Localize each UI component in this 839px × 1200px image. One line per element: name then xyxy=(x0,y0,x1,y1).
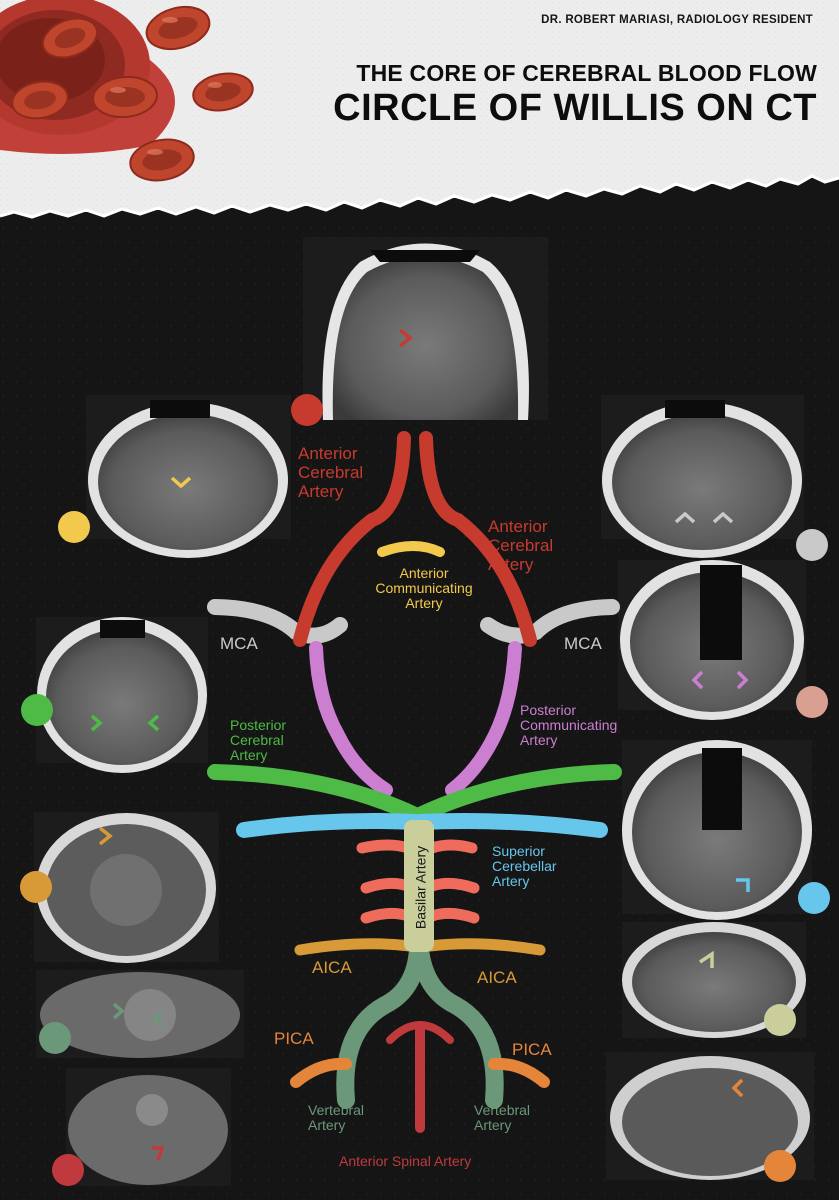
ct-scan-mca xyxy=(601,395,804,558)
marker-basilar xyxy=(764,1004,796,1036)
label-vertebral-left: Vertebral Artery xyxy=(308,1102,365,1133)
title-line-2: CIRCLE OF WILLIS ON CT xyxy=(333,87,817,129)
ct-scan-aca xyxy=(303,237,548,420)
arrowhead-icon xyxy=(674,511,734,524)
marker-pca xyxy=(21,694,53,726)
marker-sca xyxy=(798,882,830,914)
arrowhead-icon xyxy=(152,1146,165,1161)
label-aca-left: Anterior Cerebral Artery xyxy=(298,444,364,501)
marker-spinal xyxy=(52,1154,84,1186)
label-basilar: Basilar Artery xyxy=(412,845,429,930)
author-credit: DR. ROBERT MARIASI, RADIOLOGY RESIDENT xyxy=(541,14,813,26)
marker-mca xyxy=(796,529,828,561)
ct-scan-sca xyxy=(622,740,812,920)
title-line-1: THE CORE OF CEREBRAL BLOOD FLOW xyxy=(356,60,817,86)
arrowhead-icon xyxy=(398,328,413,348)
basilar-artery xyxy=(404,820,434,952)
label-pcomm: Posterior Communicating Artery xyxy=(520,702,618,748)
marker-vertebral xyxy=(39,1022,71,1054)
label-vertebral-right: Vertebral Artery xyxy=(474,1102,531,1133)
label-anterior-spinal: Anterior Spinal Artery xyxy=(339,1153,472,1169)
label-pica-left: PICA xyxy=(274,1029,314,1048)
marker-aica xyxy=(20,871,52,903)
arrowhead-icon xyxy=(699,950,714,968)
ct-scan-aica xyxy=(34,812,219,963)
label-aca-right: Anterior Cerebral Artery xyxy=(488,517,554,574)
arrowhead-icon xyxy=(112,1002,164,1028)
ct-scan-acomm xyxy=(86,395,291,558)
arrowhead-icon xyxy=(98,826,113,846)
label-mca-left: MCA xyxy=(220,634,258,653)
header: DR. ROBERT MARIASI, RADIOLOGY RESIDENT T… xyxy=(0,0,839,225)
arrowhead-icon xyxy=(731,1078,744,1098)
label-pca: Posterior Cerebral Artery xyxy=(230,717,287,763)
arrowhead-icon xyxy=(90,714,160,732)
label-aica-left: AICA xyxy=(312,958,352,977)
label-mca-right: MCA xyxy=(564,634,602,653)
label-aica-right: AICA xyxy=(477,968,517,987)
ct-scan-pca xyxy=(36,617,208,773)
artery-diagram xyxy=(207,431,622,1133)
ct-scan-pcomm xyxy=(618,560,806,720)
arrowhead-icon xyxy=(691,670,749,690)
arrowhead-icon xyxy=(736,878,750,892)
label-pica-right: PICA xyxy=(512,1040,552,1059)
ct-scan-spinal xyxy=(66,1068,231,1186)
label-sca: Superior Cerebellar Artery xyxy=(492,843,557,889)
arrowhead-icon xyxy=(170,476,192,489)
marker-aca xyxy=(291,394,323,426)
marker-pica xyxy=(764,1150,796,1182)
marker-acomm xyxy=(58,511,90,543)
marker-pcomm xyxy=(796,686,828,718)
ct-scan-vertebral xyxy=(36,970,244,1058)
torn-paper-header xyxy=(0,0,839,219)
blood-vessel-illustration xyxy=(0,0,254,182)
label-acomm: Anterior Communicating Artery xyxy=(375,565,473,611)
ct-scan-pica xyxy=(606,1052,814,1180)
ct-scan-basilar xyxy=(622,922,806,1038)
